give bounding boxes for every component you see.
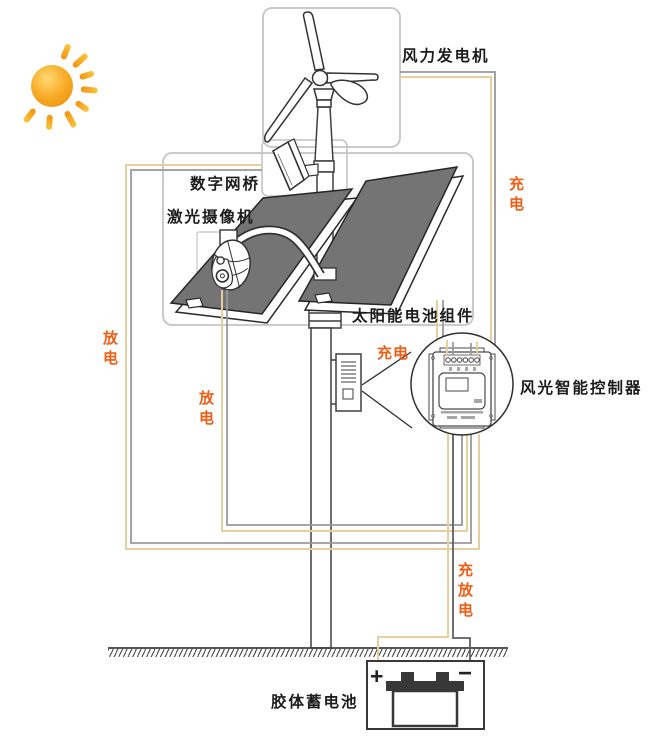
- wind-turbine-icon: [264, 11, 379, 143]
- charge-wind-label: 充电: [507, 176, 524, 216]
- discharge-feed-wires: [125, 164, 480, 668]
- rotor-hub: [311, 69, 329, 87]
- right-panel: [297, 166, 459, 306]
- camera-lens: [215, 269, 230, 283]
- laser-camera-label: 激光摄像机: [167, 209, 255, 226]
- tail-vane: [330, 79, 369, 106]
- discharge-bridge-label: 放电: [101, 330, 118, 370]
- charge-solar-label: 充电: [377, 345, 410, 362]
- charge-wires: [400, 76, 492, 343]
- battery-negative-wire: [452, 434, 471, 670]
- pole-lower: [310, 327, 332, 649]
- sun-icon: [23, 44, 98, 130]
- bridge-return-wire: [130, 169, 472, 544]
- blade-up: [302, 11, 325, 71]
- terminal-stub-wires: [446, 340, 478, 355]
- battery-negative-terminal: −: [458, 660, 472, 687]
- controller-icon: [410, 332, 514, 436]
- junction-box: [331, 353, 362, 412]
- callout-cone-lines: [361, 351, 413, 429]
- charge-discharge-label: 充放电: [456, 562, 473, 622]
- discharge-return-wires: [130, 169, 472, 544]
- solar-module-label: 太阳能电池组件: [352, 308, 475, 325]
- ptz-camera-icon: [210, 225, 337, 291]
- controller-markings: [441, 367, 483, 419]
- lcd-screen: [445, 377, 469, 392]
- battery-lid: [386, 681, 464, 691]
- battery-body: [391, 689, 459, 728]
- turbine-mast: [314, 106, 334, 162]
- controller-label: 风光智能控制器: [520, 380, 643, 397]
- wind-generator-label: 风力发电机: [402, 48, 490, 65]
- ground-hatch: [108, 649, 508, 657]
- blade-left: [264, 76, 314, 143]
- discharge-camera-label: 放电: [197, 390, 214, 430]
- camera-return-wire: [226, 290, 463, 526]
- wireless-bridge-icon: [271, 138, 319, 192]
- camera-feed-wire: [221, 290, 468, 532]
- battery-positive-terminal: +: [370, 663, 383, 689]
- nacelle: [313, 88, 335, 101]
- digital-bridge-label: 数字网桥: [190, 176, 261, 193]
- battery-icon: + −: [366, 660, 485, 730]
- wind-return-wire: [400, 71, 496, 346]
- bridge-feed-wire: [125, 164, 480, 550]
- battery-label: 胶体蓄电池: [271, 694, 359, 711]
- battery-positive-wire: [377, 434, 449, 668]
